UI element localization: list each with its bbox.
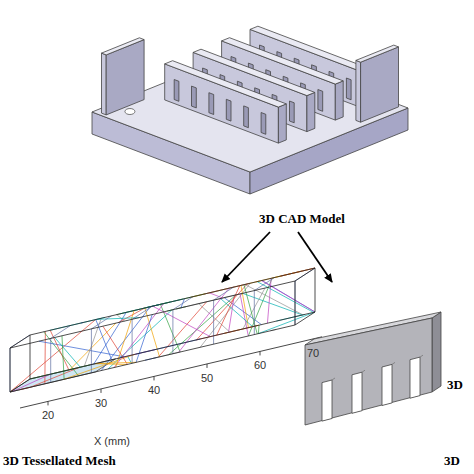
mesh-triangle-edge xyxy=(136,315,152,363)
mesh-section xyxy=(254,278,274,335)
comb-slot xyxy=(318,90,323,112)
axis-tick-mark xyxy=(154,376,155,380)
mesh-triangle-edge xyxy=(84,318,101,366)
mesh-triangle-edge xyxy=(13,374,51,391)
mesh-triangle-edge xyxy=(267,278,271,323)
axis-tick-label: 30 xyxy=(95,397,107,410)
mesh-outline xyxy=(30,312,315,379)
axis-tick-label: 70 xyxy=(307,347,319,360)
comb-slot xyxy=(346,78,351,100)
axis-tick-mark xyxy=(207,364,208,368)
mesh-triangle-edge xyxy=(257,282,313,313)
part-slot xyxy=(420,355,423,357)
mesh-triangle-edge xyxy=(39,341,124,357)
mesh-section xyxy=(10,335,30,392)
part-slot xyxy=(322,380,332,421)
mesh-triangle-edge xyxy=(224,298,261,325)
part-slot xyxy=(352,372,362,413)
end-wall xyxy=(102,38,145,55)
figure-label: 3D xyxy=(447,378,463,393)
mesh-triangle-edge xyxy=(10,320,96,392)
mesh-triangle-edge xyxy=(169,295,236,355)
mesh-triangle-edge xyxy=(153,306,211,336)
x-axis xyxy=(20,337,322,408)
axis-tick-label: 20 xyxy=(42,409,54,422)
comb-rib xyxy=(165,61,287,107)
comb-slot xyxy=(192,86,197,108)
axis-tick-label: 40 xyxy=(148,384,160,397)
comb-slot xyxy=(244,106,249,128)
mesh-section xyxy=(295,268,315,325)
mesh-outline xyxy=(30,268,315,335)
part-slot xyxy=(382,364,392,405)
axis-tick-mark xyxy=(260,351,261,355)
mesh-outline xyxy=(10,325,295,392)
mesh-triangle-edge xyxy=(244,285,257,334)
mesh-triangle-edge xyxy=(258,325,260,333)
axis-tick-label: 60 xyxy=(254,359,266,372)
solid-part xyxy=(305,318,432,425)
mesh-triangle-edge xyxy=(217,286,240,335)
mesh-triangle-edge xyxy=(94,312,127,364)
mesh-triangle-edge xyxy=(62,336,64,380)
mesh-outline xyxy=(30,335,31,379)
mesh-triangle-edge xyxy=(70,323,116,370)
part-slot xyxy=(392,362,395,364)
axis-tick-mark xyxy=(101,389,102,393)
comb-slot xyxy=(209,93,214,115)
comb-slot xyxy=(226,99,231,121)
comb-rib xyxy=(165,64,279,143)
part-slot xyxy=(410,357,420,398)
mesh-triangle-edge xyxy=(245,284,303,314)
mesh-outline xyxy=(295,312,315,325)
solid-part xyxy=(432,312,441,392)
mesh-outline xyxy=(10,281,295,348)
mesh-section xyxy=(132,306,152,363)
axis-title: X (mm) xyxy=(94,435,130,448)
comb-rib xyxy=(278,104,286,143)
comb-slot xyxy=(290,101,295,123)
mesh-triangle-edge xyxy=(179,288,229,352)
mesh-triangle-edge xyxy=(220,299,252,327)
mesh-triangle-edge xyxy=(258,312,315,334)
axis-tick-mark xyxy=(48,401,49,405)
mesh-section xyxy=(91,316,111,373)
comb-rib xyxy=(335,81,343,120)
comb-rib xyxy=(307,92,315,131)
mesh-triangle-edge xyxy=(241,285,248,327)
mesh-outline xyxy=(10,379,30,392)
mesh-outline xyxy=(315,268,316,312)
mesh-section xyxy=(173,297,193,354)
comb-slot xyxy=(261,113,266,135)
comb-slot xyxy=(174,80,179,102)
mesh-outline xyxy=(10,335,30,348)
mesh-triangle-edge xyxy=(197,284,248,340)
end-wall xyxy=(356,45,399,62)
figure-label: 3D CAD Model xyxy=(259,212,345,227)
mesh-triangle-edge xyxy=(116,311,134,368)
mount-hole xyxy=(125,109,135,115)
figure-label: 3D xyxy=(444,454,460,469)
flow-arrow xyxy=(222,232,270,282)
part-slot xyxy=(362,370,365,372)
mesh-triangle-edge xyxy=(63,354,135,379)
mesh-triangle-edge xyxy=(158,302,206,357)
figure-label: 3D Tessellated Mesh xyxy=(3,454,116,469)
mesh-outline xyxy=(295,281,296,325)
mesh-triangle-edge xyxy=(118,308,145,323)
mesh-section xyxy=(51,325,71,382)
mesh-section xyxy=(214,287,234,344)
mesh-outline xyxy=(295,268,315,281)
axis-tick-label: 50 xyxy=(201,372,213,385)
part-slot xyxy=(332,378,335,380)
end-wall xyxy=(356,60,361,122)
mesh-triangle-edge xyxy=(55,337,81,367)
end-wall xyxy=(102,53,107,115)
mesh-outline xyxy=(10,348,11,392)
